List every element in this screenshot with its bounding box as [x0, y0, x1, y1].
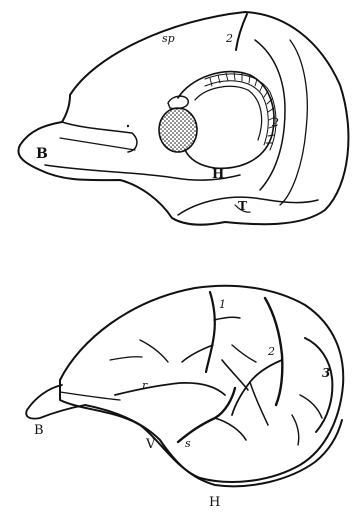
label-2-upper: 2 — [225, 32, 233, 45]
bottom-posterior-lobe-outline — [305, 338, 332, 432]
label-s: s — [185, 437, 191, 450]
bottom-posterior-sulcus — [300, 395, 322, 418]
top-fissure-upper — [236, 14, 247, 50]
label-3: 3 — [322, 366, 330, 380]
top-medial-arch-inner — [195, 86, 262, 140]
label-2-bottom: 2 — [267, 345, 275, 358]
bottom-sulcus-2-branch-c — [250, 382, 268, 425]
label-T: T — [238, 199, 247, 213]
label-2-right: 2 — [271, 116, 279, 129]
top-olfactory-bulb-line — [62, 122, 137, 152]
bottom-anterior-sulcus — [140, 340, 168, 362]
label-B-bottom: B — [34, 423, 44, 438]
label-sp: sp — [162, 32, 175, 45]
bottom-sylvian-fissure — [178, 388, 235, 442]
label-B-top: B — [36, 146, 48, 162]
top-dot-mark — [127, 125, 129, 127]
bottom-sulcus-s-branch — [215, 418, 246, 440]
bottom-anterior-sulcus-b — [110, 357, 142, 360]
top-figure-medial-view: sp 2 2 B H T — [18, 12, 348, 225]
bottom-sulcus-1 — [206, 292, 215, 372]
bottom-posterior-sulcus-b — [292, 415, 299, 445]
top-bulb-stalk — [60, 138, 135, 150]
label-V: V — [145, 437, 156, 452]
bottom-figure-lateral-view: 1 2 3 r s B V H — [26, 286, 343, 510]
label-H-top: H — [212, 167, 224, 182]
bottom-olfactory-bulb — [26, 385, 85, 419]
bottom-bulb-inner — [60, 392, 120, 400]
label-1: 1 — [219, 298, 226, 311]
bottom-sulcus-2-branch-a — [250, 360, 282, 382]
label-H-bottom: H — [209, 495, 220, 510]
bottom-middle-sulcus-b — [232, 345, 256, 362]
bottom-middle-sulcus — [222, 360, 248, 390]
bottom-rhinal-fissure — [115, 383, 225, 395]
top-fissure-right — [255, 40, 285, 190]
top-hatched-band — [205, 72, 276, 150]
bottom-temporal-outline — [85, 405, 342, 486]
label-r: r — [142, 379, 148, 392]
bottom-sulcus-1-branch-a — [214, 317, 240, 320]
top-stippled-oval — [159, 108, 197, 152]
